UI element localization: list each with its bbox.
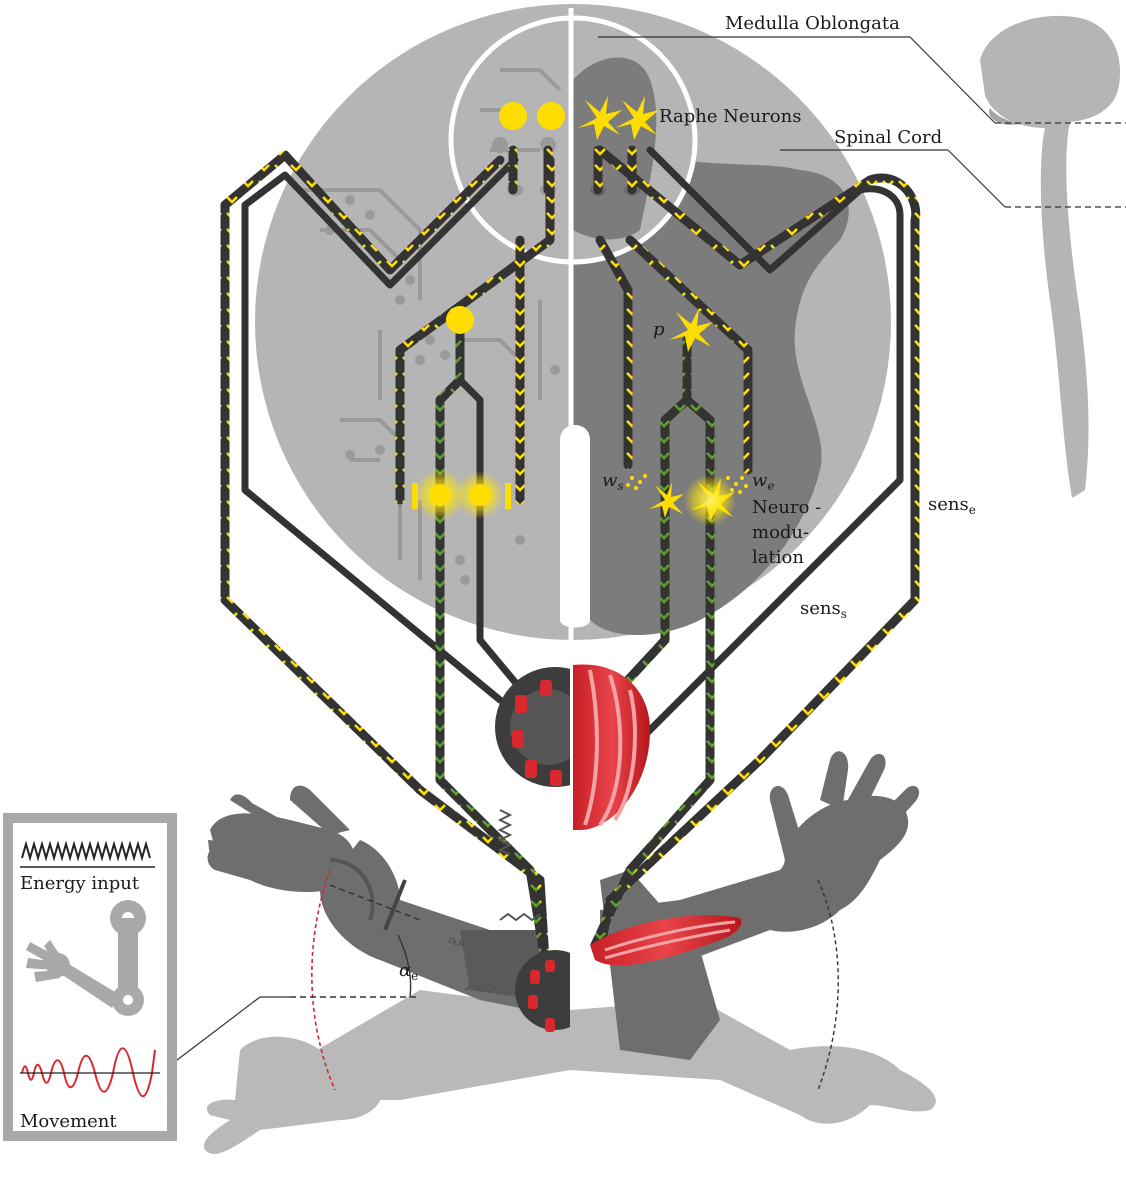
neuron-dot-icon <box>446 306 474 334</box>
label-medulla: Medulla Oblongata <box>725 13 900 34</box>
synapse-glow-right <box>684 474 736 526</box>
brain-silhouette-icon <box>980 16 1120 498</box>
label-sens-s: senss <box>800 598 847 621</box>
label-neuromodulation-2: modu- <box>752 522 809 543</box>
label-neuromodulation-1: Neuro - <box>752 497 821 518</box>
label-raphe: Raphe Neurons <box>659 106 801 127</box>
label-p: p <box>653 319 665 340</box>
label-spinal-cord: Spinal Cord <box>834 127 942 148</box>
neuron-dot-icon <box>537 102 565 130</box>
neuron-dot-icon <box>499 102 527 130</box>
legend-movement: Movement <box>20 1111 117 1132</box>
legend-panel: Energy input Movement <box>8 818 172 1136</box>
biceps-muscle <box>573 664 650 830</box>
label-sens-e: sense <box>928 494 976 517</box>
legend-energy-input: Energy input <box>20 873 140 894</box>
label-neuromodulation-3: lation <box>752 547 804 568</box>
